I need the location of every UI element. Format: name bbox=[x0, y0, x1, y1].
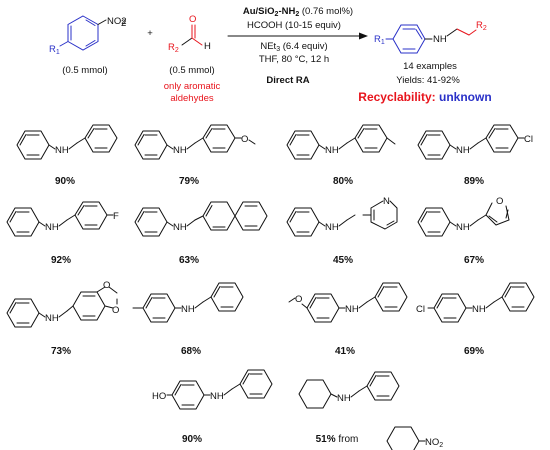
yield-1: 90% bbox=[55, 176, 75, 187]
reactant-nitroarene: NO2 R1 (0.5 mmol) bbox=[49, 15, 127, 76]
yield-8: 67% bbox=[464, 255, 484, 266]
product-1: NH 90% bbox=[16, 124, 118, 187]
arrow-head bbox=[359, 32, 368, 40]
plus-sign: + bbox=[147, 28, 153, 39]
svg-text:O: O bbox=[112, 305, 119, 316]
svg-text:NH: NH bbox=[181, 304, 195, 315]
base-label: NEt3 (6.4 equiv) bbox=[260, 41, 327, 53]
aldehyde-note-line2: aldehydes bbox=[170, 93, 214, 104]
yield-13: 90% bbox=[182, 434, 202, 445]
svg-text:O: O bbox=[496, 196, 503, 207]
product-examples: 14 examples bbox=[403, 61, 457, 72]
product-r1: R1 bbox=[374, 34, 385, 46]
product-7: NH N 45% bbox=[286, 196, 398, 266]
svg-text:NH: NH bbox=[45, 313, 59, 324]
svg-text:NH: NH bbox=[210, 391, 224, 402]
svg-text:F: F bbox=[113, 211, 119, 222]
svg-text:NH: NH bbox=[45, 222, 59, 233]
nitro-group-label: NO2 bbox=[107, 16, 127, 27]
nitro-subscript: 2 bbox=[121, 18, 126, 29]
aldehyde-note-line1: only aromatic bbox=[164, 81, 221, 92]
product-11: O NH 41% bbox=[288, 282, 408, 357]
product-9: NH O O 73% bbox=[6, 280, 119, 357]
svg-text:NH: NH bbox=[345, 304, 359, 315]
product-5: NH F 92% bbox=[6, 201, 119, 266]
product-6: NH 63% bbox=[134, 201, 268, 266]
svg-text:Cl: Cl bbox=[416, 304, 425, 315]
yield-3: 80% bbox=[333, 176, 353, 187]
aldehyde-oxygen: O bbox=[189, 14, 196, 25]
reaction-conditions: Au/SiO2-NH2 (0.76 mol%) HCOOH (10-15 equ… bbox=[227, 6, 368, 86]
r1-substituent: R1 bbox=[49, 44, 60, 56]
svg-text:N: N bbox=[383, 196, 390, 207]
product-yields: Yields: 41-92% bbox=[396, 75, 460, 86]
yield-5: 92% bbox=[51, 255, 71, 266]
product-3: NH 80% bbox=[286, 124, 396, 187]
yield-6: 63% bbox=[179, 255, 199, 266]
svg-text:Cl: Cl bbox=[524, 134, 533, 145]
svg-text:NH: NH bbox=[456, 145, 470, 156]
catalyst-label: Au/SiO2-NH2 (0.76 mol%) bbox=[243, 6, 353, 18]
product-13: HO NH 90% bbox=[152, 369, 273, 445]
svg-text:NH: NH bbox=[325, 145, 339, 156]
recyclability-line: Recyclability: unknown bbox=[358, 90, 491, 104]
reactant1-amount: (0.5 mmol) bbox=[62, 65, 107, 76]
product-2: NH O 79% bbox=[134, 124, 256, 187]
svg-text:O: O bbox=[241, 134, 248, 145]
svg-text:NH: NH bbox=[173, 222, 187, 233]
yield-4: 89% bbox=[464, 176, 484, 187]
svg-text:NH: NH bbox=[55, 145, 69, 156]
product-8: NH O 67% bbox=[417, 196, 510, 266]
r2-substituent: R2 bbox=[168, 42, 179, 54]
yield-7: 45% bbox=[333, 255, 353, 266]
product-14: NH 51% from NO2 bbox=[298, 371, 443, 450]
product-10: NH 68% bbox=[132, 282, 244, 357]
svg-text:NH: NH bbox=[173, 145, 187, 156]
product-nh: NH bbox=[433, 34, 447, 45]
yield-14: 51% from bbox=[316, 434, 359, 445]
svg-text:NO2: NO2 bbox=[425, 437, 443, 449]
svg-text:O: O bbox=[295, 294, 302, 305]
reactant-aldehyde: O H R2 (0.5 mmol) only aromatic aldehyde… bbox=[164, 14, 221, 104]
product-4: NH Cl 89% bbox=[417, 124, 533, 187]
svg-text:NH: NH bbox=[337, 393, 351, 404]
svg-text:NH: NH bbox=[456, 222, 470, 233]
reactant2-amount: (0.5 mmol) bbox=[169, 65, 214, 76]
product-12: Cl NH 69% bbox=[416, 282, 535, 357]
svg-text:NH: NH bbox=[472, 304, 486, 315]
yield-11: 41% bbox=[335, 346, 355, 357]
product-general: R1 NH R2 14 examples Yields: 41-92% Recy… bbox=[358, 20, 491, 104]
yield-12: 69% bbox=[464, 346, 484, 357]
reductant-label: HCOOH (10-15 equiv) bbox=[247, 20, 341, 31]
product-r2: R2 bbox=[476, 20, 487, 32]
svg-text:NH: NH bbox=[325, 222, 339, 233]
yield-2: 79% bbox=[179, 176, 199, 187]
aldehyde-hydrogen: H bbox=[204, 41, 211, 52]
yield-9: 73% bbox=[51, 346, 71, 357]
svg-text:HO: HO bbox=[152, 391, 166, 402]
solvent-label: THF, 80 °C, 12 h bbox=[259, 54, 329, 65]
method-label: Direct RA bbox=[266, 75, 309, 86]
svg-text:O: O bbox=[103, 280, 110, 291]
yield-10: 68% bbox=[181, 346, 201, 357]
